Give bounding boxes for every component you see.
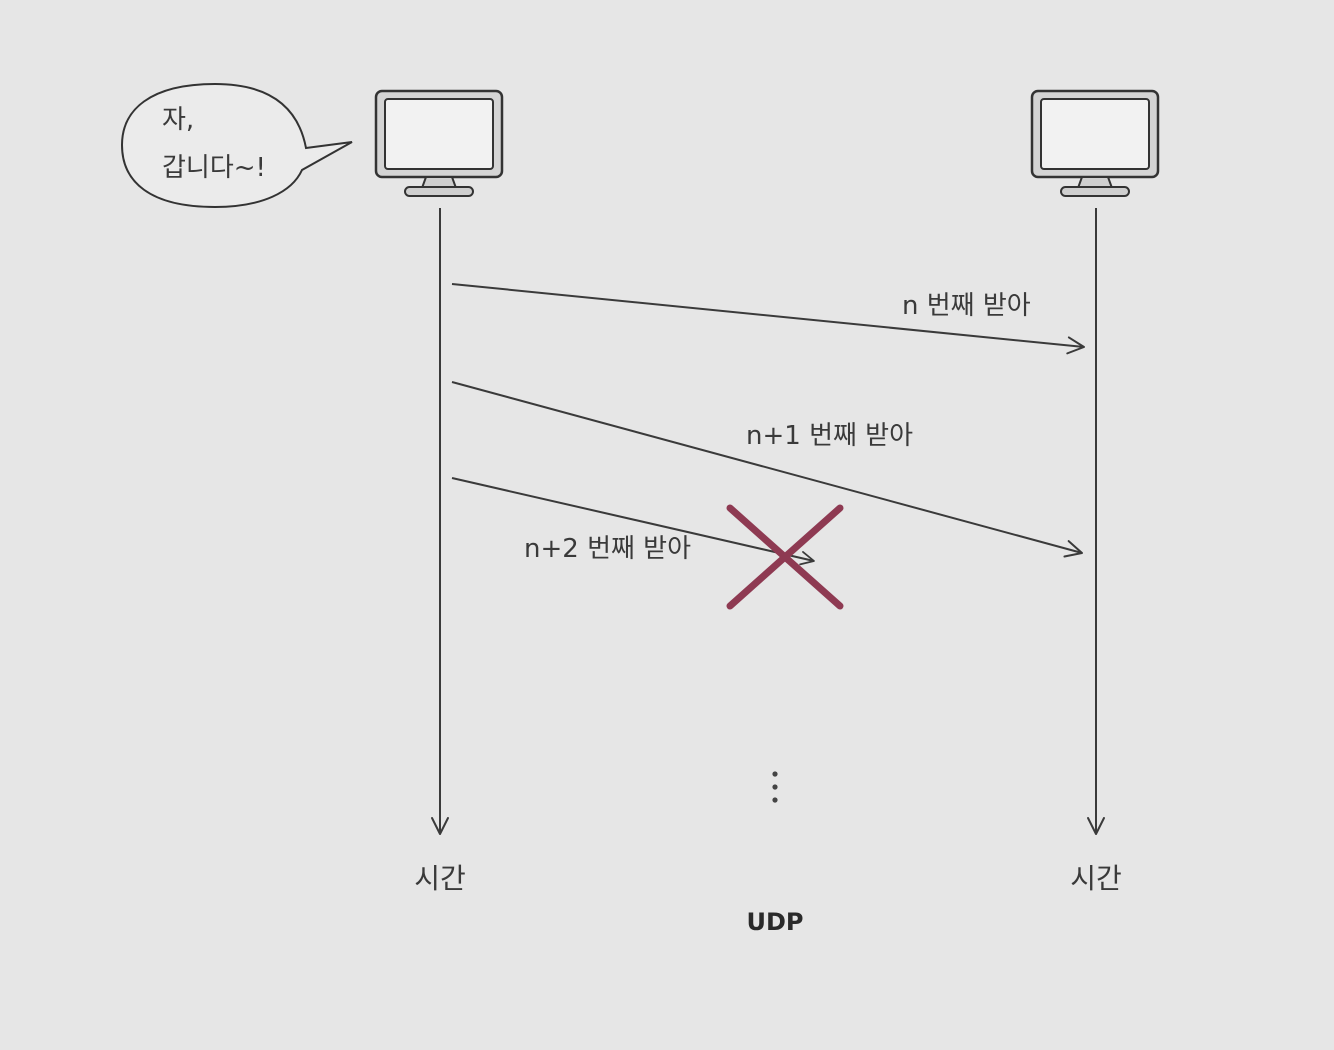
sender-computer-icon xyxy=(374,89,504,197)
receiver-computer-icon xyxy=(1030,89,1160,197)
speech-bubble: 자, 갑니다~! xyxy=(120,82,353,209)
message-label-n-plus-1: n+1 번째 받아 xyxy=(746,421,913,451)
message-arrow-n-plus-2 xyxy=(451,477,815,566)
bubble-line-2: 갑니다~! xyxy=(162,153,266,183)
message-label-n-plus-2: n+2 번째 받아 xyxy=(524,534,691,564)
message-label-n: n 번째 받아 xyxy=(902,291,1031,321)
diagram-caption: UDP xyxy=(747,908,804,936)
lost-packet-x-icon xyxy=(726,504,844,610)
continuation-dots xyxy=(772,771,778,803)
message-arrow-n xyxy=(451,283,1085,355)
receiver-time-label: 시간 xyxy=(1070,862,1122,895)
bubble-line-1: 자, xyxy=(162,105,194,135)
message-arrow-n-plus-1 xyxy=(451,381,1083,558)
sender-time-label: 시간 xyxy=(414,862,466,895)
